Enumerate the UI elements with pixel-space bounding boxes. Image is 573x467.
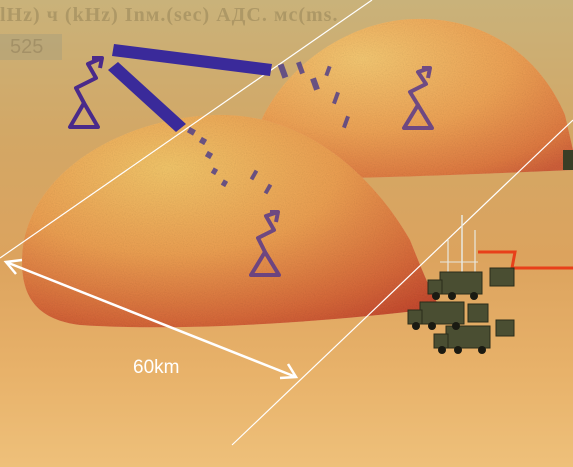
coverage-dome-left [22,114,440,328]
distance-arrow [3,258,299,380]
header-text: lHz) ч (kHz) Inм.(sec) АДС. мс(ms. [0,4,339,26]
header-value: 525 [10,36,44,58]
guide-line-upper [0,0,373,259]
radar-tower-icon-right [402,66,434,130]
vehicle-convoy-icon [407,150,573,354]
guide-line-lower [231,119,573,446]
radio-link [108,44,350,195]
faded-header: lHz) ч (kHz) Inм.(sec) АДС. мс(ms. 525 [0,0,573,70]
radar-tower-icon-center [249,210,281,277]
signal-line [478,250,573,270]
radar-tower-icon-top-left [68,56,104,129]
distance-label: 60km [133,357,180,378]
value-box [0,34,62,60]
coverage-dome-right [248,18,573,179]
